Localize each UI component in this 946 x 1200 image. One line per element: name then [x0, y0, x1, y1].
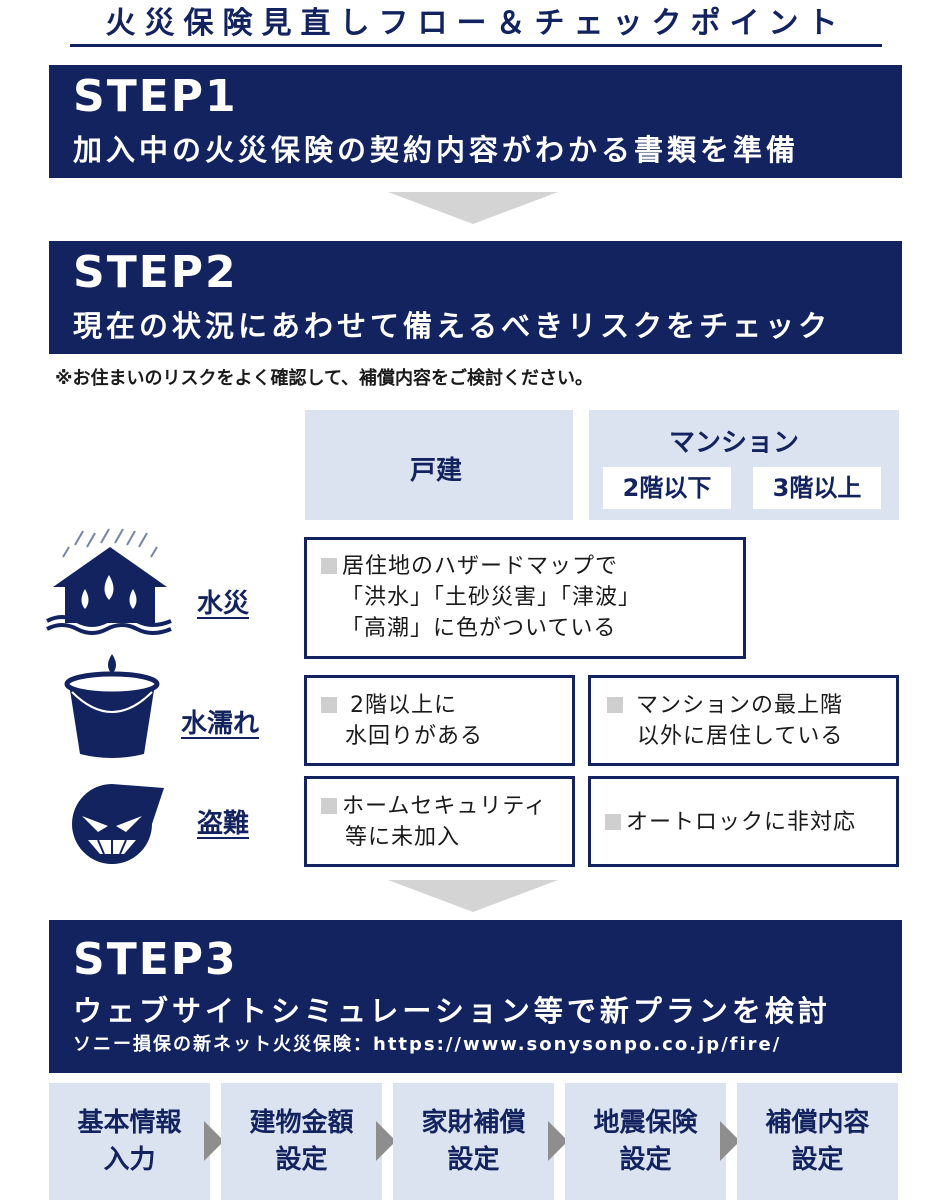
flow-arrow-icon	[720, 1121, 740, 1161]
header-house-label: 戸建	[410, 456, 463, 486]
risk-note: ※お住まいのリスクをよく確認して、補償内容をご検討ください。	[55, 368, 594, 389]
check-flood-line2: 「洪水」「土砂災害」「津波」	[341, 585, 642, 610]
step2-panel: STEP2 現在の状況にあわせて備えるべきリスクをチェック	[49, 241, 902, 354]
checkbox-icon	[321, 558, 337, 574]
check-flood-line3: 「高潮」に色がついている	[341, 616, 617, 641]
checkbox-icon	[321, 697, 337, 713]
header-house: 戸建	[305, 410, 573, 520]
flow-step-2-line2: 設定	[275, 1145, 328, 1175]
step3-number: STEP3	[73, 934, 238, 985]
step1-number: STEP1	[73, 71, 238, 122]
header-low-floor: 2階以下	[603, 467, 731, 509]
check-water-mansion: マンションの最上階 以外に居住している	[588, 675, 899, 766]
flow-step-2-line1: 建物金額	[249, 1108, 354, 1138]
flow-step-3-line1: 家財補償	[421, 1108, 526, 1138]
check-theft-mansion: オートロックに非対応	[588, 776, 899, 867]
flow-step-5-line1: 補償内容	[765, 1108, 870, 1138]
step2-number: STEP2	[73, 247, 238, 298]
header-high-floor: 3階以上	[753, 467, 881, 509]
flow-step-1-line2: 入力	[103, 1145, 156, 1175]
flow-step-4-line1: 地震保険	[593, 1108, 698, 1138]
check-theft-house: ホームセキュリティ 等に未加入	[304, 776, 575, 867]
step1-panel: STEP1 加入中の火災保険の契約内容がわかる書類を準備	[49, 65, 902, 178]
down-arrow-2	[388, 880, 558, 912]
check-theft-house-line2: 等に未加入	[345, 825, 461, 850]
flow-step-4-line2: 設定	[619, 1145, 672, 1175]
flow-step-2: 建物金額 設定	[221, 1083, 382, 1200]
flow-arrow-icon	[376, 1121, 396, 1161]
check-water-house: 2階以上に 水回りがある	[304, 675, 575, 766]
header-mansion: マンション 2階以下 3階以上	[589, 410, 899, 520]
check-flood: 居住地のハザードマップで 「洪水」「土砂災害」「津波」 「高潮」に色がついている	[304, 537, 746, 659]
risk-label-flood: 水災	[197, 589, 250, 619]
checkbox-icon	[607, 697, 623, 713]
flow-step-5-line2: 設定	[791, 1145, 844, 1175]
house-rain-icon	[46, 528, 172, 635]
page-title: 火災保険見直しフロー＆チェックポイント	[70, 6, 882, 47]
flow-step-4: 地震保険 設定	[565, 1083, 726, 1200]
check-water-house-line1: 2階以上に	[350, 693, 457, 718]
risk-label-water: 水濡れ	[181, 709, 260, 739]
check-theft-mansion-line1: オートロックに非対応	[626, 810, 857, 835]
flow-step-5: 補償内容 設定	[737, 1083, 898, 1200]
flow-arrow-icon	[204, 1121, 224, 1161]
flow-step-3-line2: 設定	[447, 1145, 500, 1175]
thief-icon	[72, 784, 164, 864]
step3-panel: STEP3 ウェブサイトシミュレーション等で新プランを検討 ソニー損保の新ネット…	[49, 920, 902, 1073]
check-water-house-line2: 水回りがある	[345, 724, 484, 749]
flow-arrow-icon	[548, 1121, 568, 1161]
step3-description: ウェブサイトシミュレーション等で新プランを検討	[73, 994, 831, 1028]
check-flood-line1: 居住地のハザードマップで	[342, 554, 619, 579]
checkbox-icon	[321, 798, 337, 814]
checkbox-icon	[605, 814, 621, 830]
step1-description: 加入中の火災保険の契約内容がわかる書類を準備	[73, 133, 800, 167]
risk-label-theft: 盗難	[197, 809, 250, 839]
flow-step-1: 基本情報 入力	[49, 1083, 210, 1200]
bucket-icon	[64, 654, 160, 758]
flow-step-3: 家財補償 設定	[393, 1083, 554, 1200]
check-theft-house-line1: ホームセキュリティ	[342, 794, 548, 819]
step3-url: ソニー損保の新ネット火災保険：https://www.sonysonpo.co.…	[73, 1034, 782, 1055]
header-mansion-label: マンション	[669, 428, 800, 458]
check-water-mansion-line1: マンションの最上階	[636, 693, 844, 718]
step2-description: 現在の状況にあわせて備えるべきリスクをチェック	[73, 309, 832, 343]
down-arrow-1	[388, 192, 558, 224]
flow-step-1-line1: 基本情報	[77, 1108, 182, 1138]
check-water-mansion-line2: 以外に居住している	[637, 724, 844, 749]
